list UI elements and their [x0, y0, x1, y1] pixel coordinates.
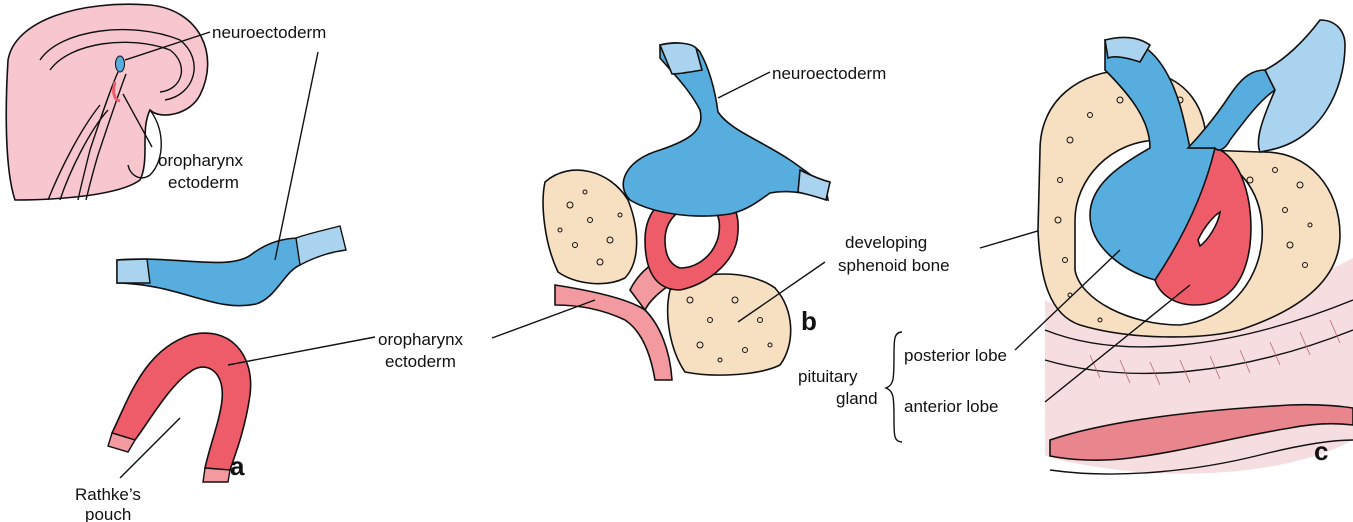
label-pituitary-line1: pituitary: [798, 367, 858, 386]
panel-letter-a: a: [230, 451, 245, 481]
label-oropharynx-ectoderm-line2: ectoderm: [385, 352, 456, 371]
label-posterior-lobe: posterior lobe: [904, 346, 1007, 365]
label-oropharynx-a-line2: ectoderm: [168, 173, 239, 192]
label-pituitary-line2: gland: [836, 389, 878, 408]
embryo-sketch: [6, 4, 207, 200]
panel-c: c: [1015, 20, 1353, 474]
label-developing-sphenoid-line1: developing: [845, 233, 927, 252]
label-neuroectoderm-b: neuroectoderm: [772, 64, 886, 83]
pituitary-gland-labels: pituitary gland posterior lobe anterior …: [798, 332, 1007, 442]
neuroectoderm-band-a: [117, 226, 346, 306]
label-oropharynx-ectoderm-line1: oropharynx: [378, 330, 464, 349]
label-rathkes-pouch-line1: Rathke’s: [75, 485, 141, 504]
panel-b: neuroectoderm b: [492, 43, 886, 380]
label-oropharynx-a-line1: oropharynx: [158, 151, 244, 170]
label-neuroectoderm-a: neuroectoderm: [212, 23, 326, 42]
panel-letter-b: b: [801, 306, 817, 336]
label-developing-sphenoid-line2: sphenoid bone: [838, 256, 950, 275]
panel-a: neuroectoderm oropharynx ectoderm Rathke…: [6, 4, 375, 522]
label-anterior-lobe: anterior lobe: [904, 397, 999, 416]
oropharynx-ectoderm-b: [555, 285, 672, 380]
label-rathkes-pouch-line2: pouch: [85, 505, 131, 522]
pituitary-brace: [886, 332, 902, 442]
panel-letter-c: c: [1314, 436, 1328, 466]
